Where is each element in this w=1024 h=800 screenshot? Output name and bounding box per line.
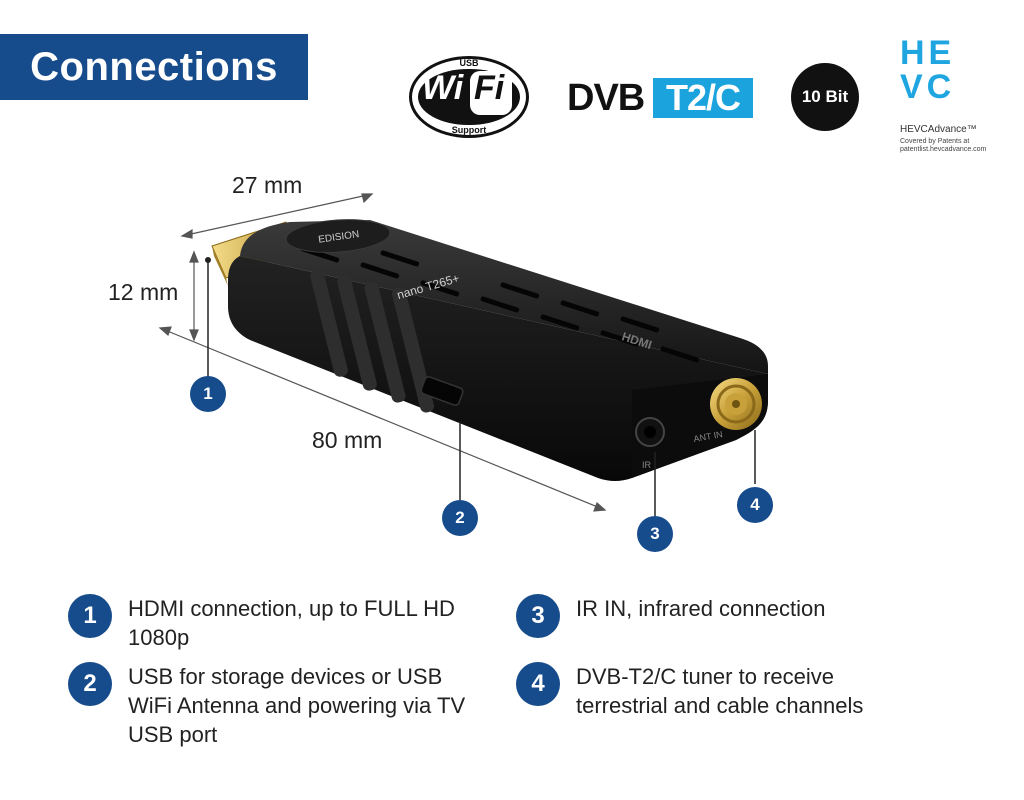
width-dimension-label: 27 mm [232,172,303,198]
height-arrow-top [189,250,199,263]
legend-badge-3: 3 [516,594,560,638]
wifi-fi-text: Fi [474,69,505,107]
legend-item-2: 2 USB for storage devices or USB WiFi An… [68,662,498,749]
length-dimension-line [159,327,606,511]
wifi-wi-text: Wi [422,69,464,107]
height-dimension-label: 12 mm [108,279,179,305]
product-ir-text: IR [642,460,652,470]
callout-3: 3 [637,516,673,552]
wifi-support-label: Support [451,125,487,135]
length-arrow-left [158,326,172,337]
stick-body [228,219,768,481]
legend-badge-1: 1 [68,594,112,638]
vent-slots [300,234,700,363]
legend-badge-2: 2 [68,662,112,706]
ten-bit-badge: 10 Bit [791,63,859,131]
width-arrow-right [361,193,374,204]
callout-4: 4 [737,487,773,523]
legend-text-3: IR IN, infrared connection [576,596,826,621]
legend-badge-4: 4 [516,662,560,706]
t2c-text: T2/C [665,77,741,118]
hevc-letters: HEVC [900,34,956,106]
product-illustration: EDISION nano T265+ HDMI IR ANT IN [158,193,768,516]
brand-ellipse [285,219,391,253]
callout-2: 2 [442,500,478,536]
legend-item-1: 1 HDMI connection, up to FULL HD 1080p [68,594,498,652]
callout-leaders [207,260,756,516]
dvb-t2c-logo: DVB T2/C [567,77,753,119]
dimension-lines [158,193,607,512]
legend-item-4: 4 DVB-T2/C tuner to receive terrestrial … [516,662,936,720]
wifi-usb-label: USB [459,58,479,68]
width-arrow-left [180,228,193,239]
usb-port [420,376,464,406]
t2c-box: T2/C [653,77,753,118]
dvb-text: DVB [567,77,645,119]
height-arrow-bottom [189,329,199,342]
ir-jack-hole [644,426,656,438]
legend-item-3: 3 IR IN, infrared connection [516,594,936,638]
antenna-connector [710,378,762,430]
hevc-patent-text: Covered by Patents at patentlist.hevcadv… [900,138,987,153]
hevc-advance-logo: HEVC HEVCAdvance™ Covered by Patents at … [900,36,990,160]
length-arrow-right [593,501,607,512]
page-title: Connections [30,44,278,89]
leader-1-dot [205,257,211,263]
wifi-fi-box [470,71,512,115]
ten-bit-label: 10 Bit [801,87,849,106]
legend-text-4: DVB-T2/C tuner to receive terrestrial an… [576,664,864,718]
width-dimension-line [181,193,373,237]
usb-wifi-support-logo: USB Wi Fi Support [409,56,529,138]
callout-1: 1 [190,376,226,412]
length-dimension-label: 80 mm [312,427,383,453]
legend-text-2: USB for storage devices or USB WiFi Ante… [128,664,466,747]
header-tag: Connections [0,34,308,100]
hevc-advance-text: HEVCAdvance™ [900,124,977,135]
legend-text-1: HDMI connection, up to FULL HD 1080p [128,596,455,650]
